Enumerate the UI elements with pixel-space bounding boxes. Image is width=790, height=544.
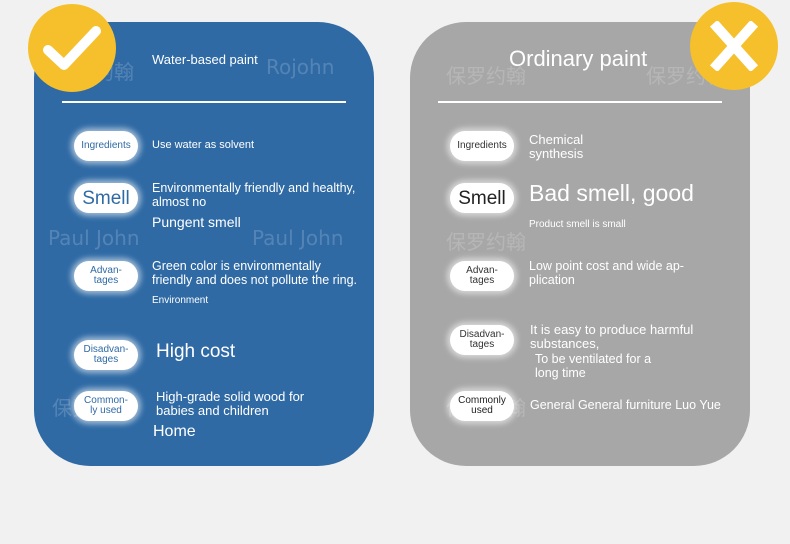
disadvantages-text: It is easy to produce harmful substances…: [530, 322, 694, 352]
commonly-used-text: High-grade solid wood for babies and chi…: [156, 389, 305, 419]
watermark: Rojohn: [266, 55, 335, 79]
smell-text: Bad smell, good: [529, 180, 694, 206]
divider: [438, 101, 722, 103]
pill-line: tages: [93, 275, 119, 286]
pill-line: Commonly: [458, 395, 506, 406]
text-line: almost no: [152, 194, 207, 209]
watermark: Paul John: [252, 226, 344, 250]
text-line: Low point cost and wide ap-: [529, 259, 684, 273]
commonly-used-text-extra: Home: [153, 423, 196, 440]
card-title: Ordinary paint: [509, 46, 648, 71]
pill-line: Common-: [84, 395, 128, 406]
text-line: long time: [535, 365, 586, 380]
ordinary-paint-card: 保罗约翰 保罗约翰 保罗约翰 保罗约翰 Ordinary paint Ingre…: [410, 22, 750, 466]
watermark: 保罗约翰: [446, 230, 526, 254]
smell-label: Smell: [450, 183, 514, 213]
water-based-paint-card: 保罗约翰 Rojohn Paul John Paul John 保罗约翰 Wat…: [34, 22, 374, 466]
text-line: synthesis: [529, 146, 584, 162]
ingredients-label: Ingredients: [74, 131, 138, 161]
advantages-text-extra: Environment: [152, 295, 209, 306]
text-line: plication: [529, 272, 575, 287]
text-line: To be ventilated for a: [535, 352, 652, 366]
checkmark-icon: [43, 26, 101, 70]
smell-label: Smell: [74, 183, 138, 213]
disadvantages-text: High cost: [156, 341, 236, 362]
pill-line: Advan-: [90, 265, 122, 276]
commonly-used-label: Common-ly used: [74, 391, 138, 421]
pill-line: tages: [469, 339, 495, 350]
advantages-label: Advan-tages: [74, 261, 138, 291]
smell-text-extra: Pungent smell: [152, 214, 241, 230]
divider: [62, 101, 346, 103]
text-line: Chemical: [529, 132, 584, 147]
watermark: 保罗约翰: [446, 64, 526, 88]
pill-line: ly used: [90, 405, 122, 416]
smell-text-extra: Product smell is small: [529, 219, 626, 230]
pill-line: Advan-: [466, 265, 498, 276]
advantages-text: Green color is environmentally friendly …: [152, 259, 357, 288]
pill-line: tages: [93, 354, 119, 365]
advantages-label: Advan-tages: [450, 261, 514, 291]
disadvantages-text-extra: To be ventilated for a long time: [535, 352, 652, 381]
pill-line: tages: [469, 275, 495, 286]
text-line: babies and children: [156, 403, 269, 419]
smell-text: Environmentally friendly and healthy, al…: [152, 181, 356, 210]
ingredients-text: Chemical synthesis: [529, 132, 584, 162]
pill-line: Disadvan-: [459, 329, 505, 340]
pill-line: used: [471, 405, 493, 416]
disadvantages-label: Disadvan-tages: [74, 340, 138, 370]
ingredients-text: Use water as solvent: [152, 139, 255, 151]
card-title: Water-based paint: [152, 52, 258, 67]
disadvantages-label: Disadvan-tages: [450, 325, 514, 355]
checkmark-icon: [28, 4, 116, 92]
cross-icon: [709, 21, 759, 71]
advantages-text: Low point cost and wide ap- plication: [529, 259, 684, 288]
text-line: Environmentally friendly and healthy,: [152, 181, 356, 195]
cross-icon: [690, 2, 778, 90]
text-line: Green color is environmentally: [152, 259, 321, 273]
text-line: It is easy to produce harmful: [530, 322, 694, 337]
text-line: substances,: [530, 336, 600, 352]
watermark: Paul John: [48, 226, 140, 250]
ingredients-label: Ingredients: [450, 131, 514, 161]
text-line: friendly and does not pollute the ring.: [152, 272, 357, 287]
text-line: High-grade solid wood for: [156, 389, 305, 404]
commonly-used-text: General General furniture Luo Yue: [530, 398, 721, 412]
pill-line: Disadvan-: [83, 344, 129, 355]
